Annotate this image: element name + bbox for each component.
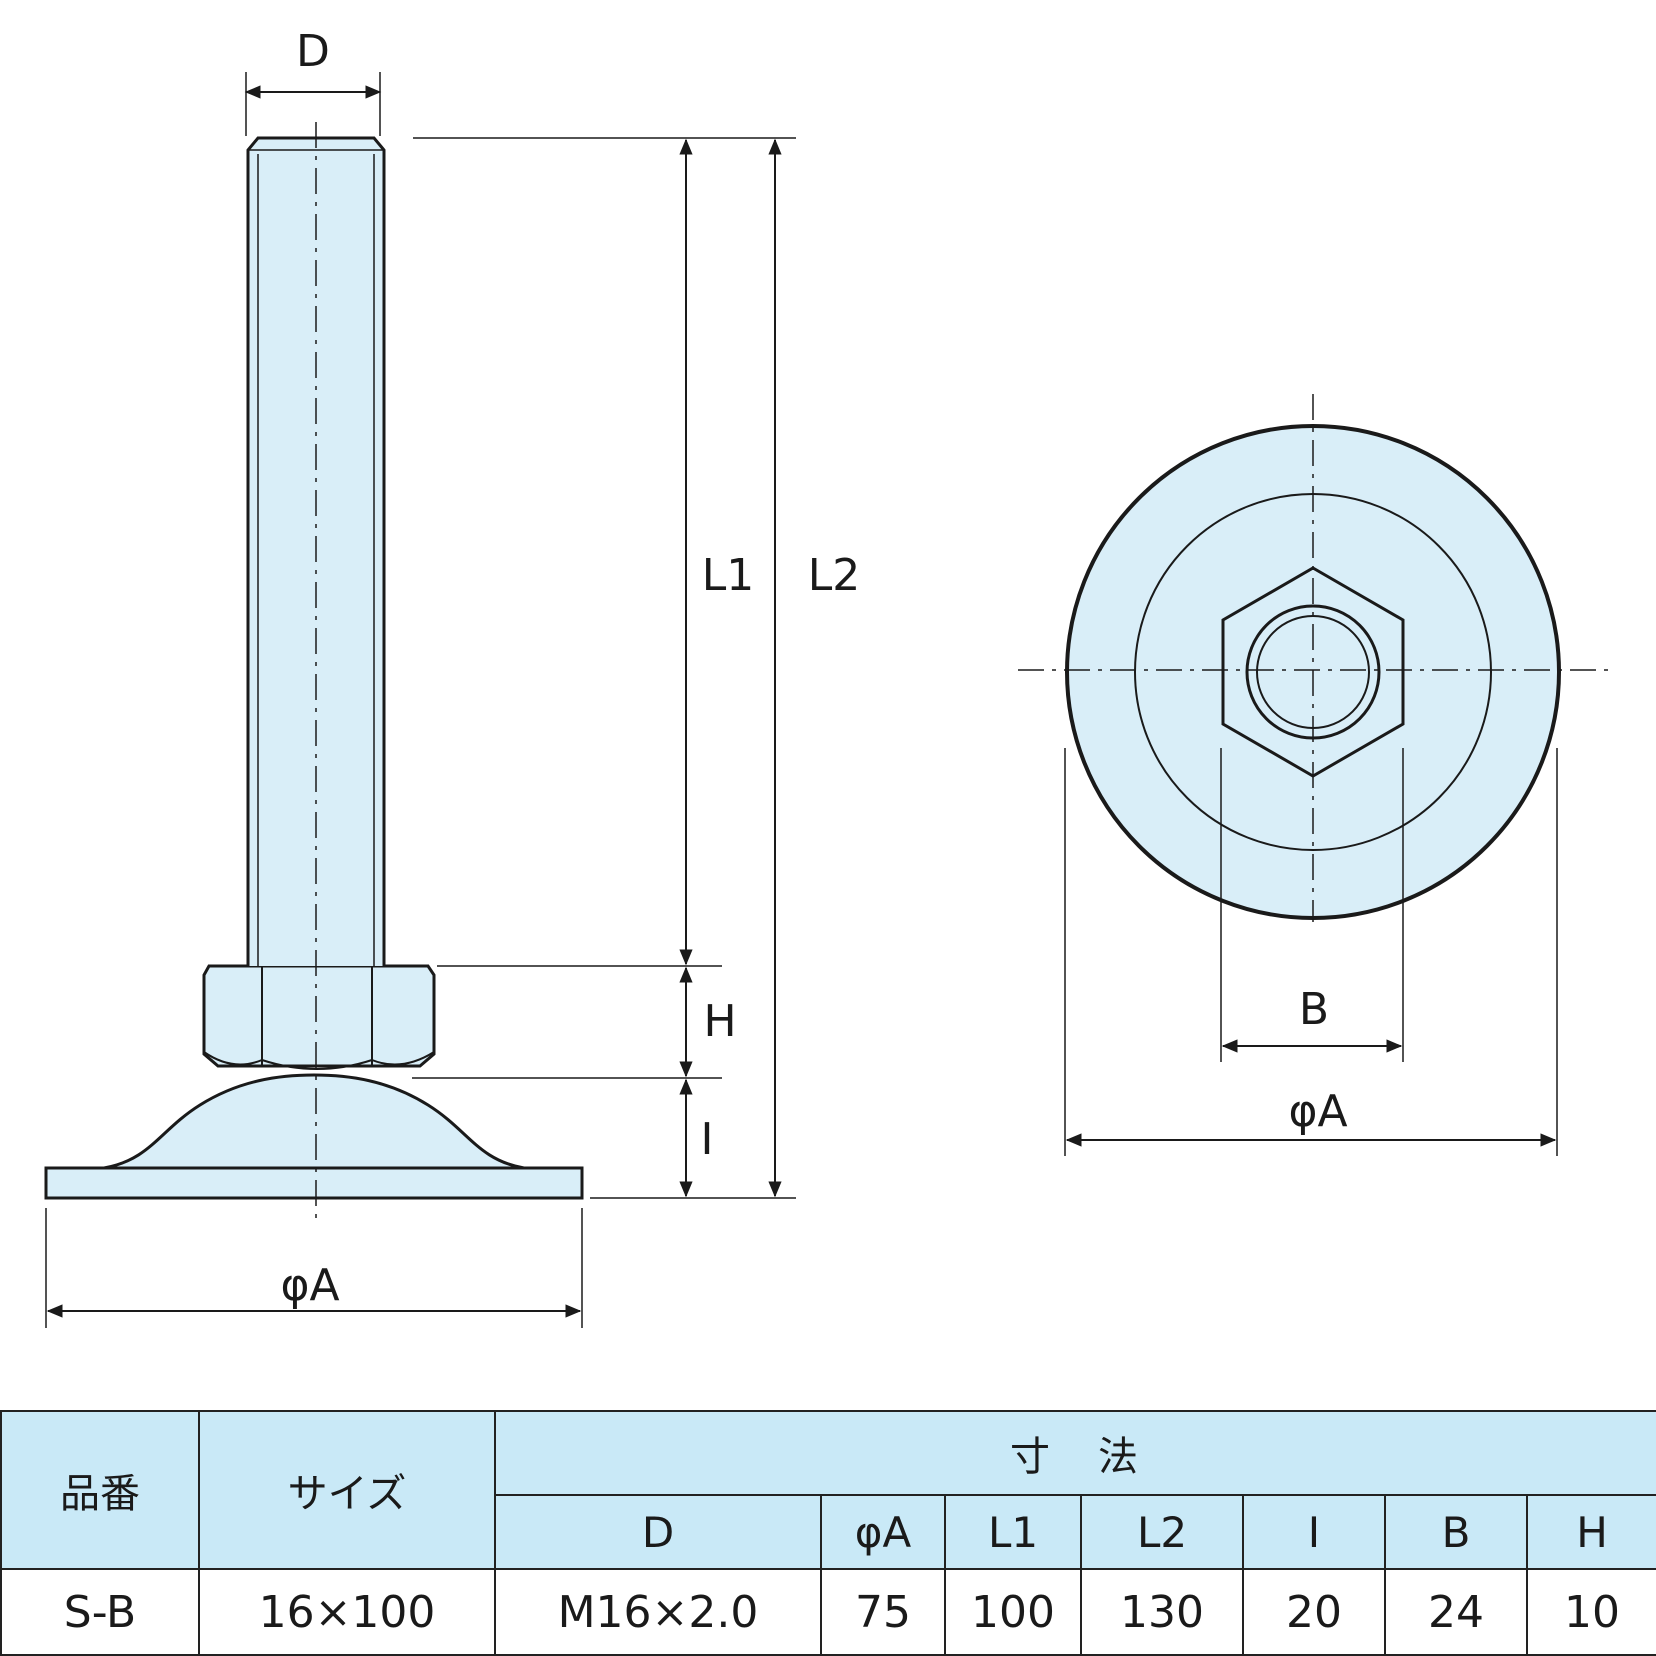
header-dim-b: B	[1384, 1494, 1528, 1570]
hex-nut	[202, 964, 436, 1068]
header-dim-phi-a: φA	[820, 1494, 946, 1570]
side-view	[44, 72, 796, 1328]
label-d: D	[296, 26, 330, 77]
header-dim-h: H	[1525, 1494, 1656, 1570]
spec-table: 品番 サイズ 寸 法 D φA L1 L2 I B H S-B 16×100 M…	[0, 1410, 1656, 1656]
label-l1: L1	[702, 550, 755, 601]
cell-phi-a: 75	[820, 1568, 946, 1656]
table-row: S-B 16×100 M16×2.0 75 100 130 20 24 10	[0, 1568, 1656, 1656]
header-dim-l2: L2	[1080, 1494, 1244, 1570]
cell-size: 16×100	[198, 1568, 496, 1656]
label-b: B	[1299, 984, 1329, 1035]
label-phi-a: φA	[280, 1260, 339, 1311]
cell-b: 24	[1384, 1568, 1528, 1656]
cell-h: 10	[1525, 1568, 1656, 1656]
cell-l1: 100	[944, 1568, 1082, 1656]
technical-drawing: D L1 L2 H I φA B φA	[44, 26, 1616, 1328]
dome	[103, 1073, 525, 1170]
cell-d: M16×2.0	[494, 1568, 822, 1656]
cell-i: 20	[1242, 1568, 1386, 1656]
header-dim-d: D	[494, 1494, 822, 1570]
cell-part-no: S-B	[0, 1568, 200, 1656]
label-top-phi-a: φA	[1288, 1086, 1347, 1137]
cell-l2: 130	[1080, 1568, 1244, 1656]
label-i: I	[701, 1114, 714, 1165]
header-size: サイズ	[198, 1410, 496, 1570]
header-dimensions: 寸 法	[493, 1410, 1656, 1496]
side-view-labels: D L1 L2 H I φA	[280, 26, 860, 1311]
label-l2: L2	[808, 550, 861, 601]
label-h: H	[703, 996, 736, 1047]
header-dim-i: I	[1242, 1494, 1386, 1570]
header-part-no: 品番	[0, 1410, 200, 1570]
top-view	[1018, 394, 1616, 1156]
top-view-labels: B φA	[1288, 984, 1347, 1137]
base-plate	[44, 1166, 584, 1200]
header-dim-l1: L1	[944, 1494, 1082, 1570]
